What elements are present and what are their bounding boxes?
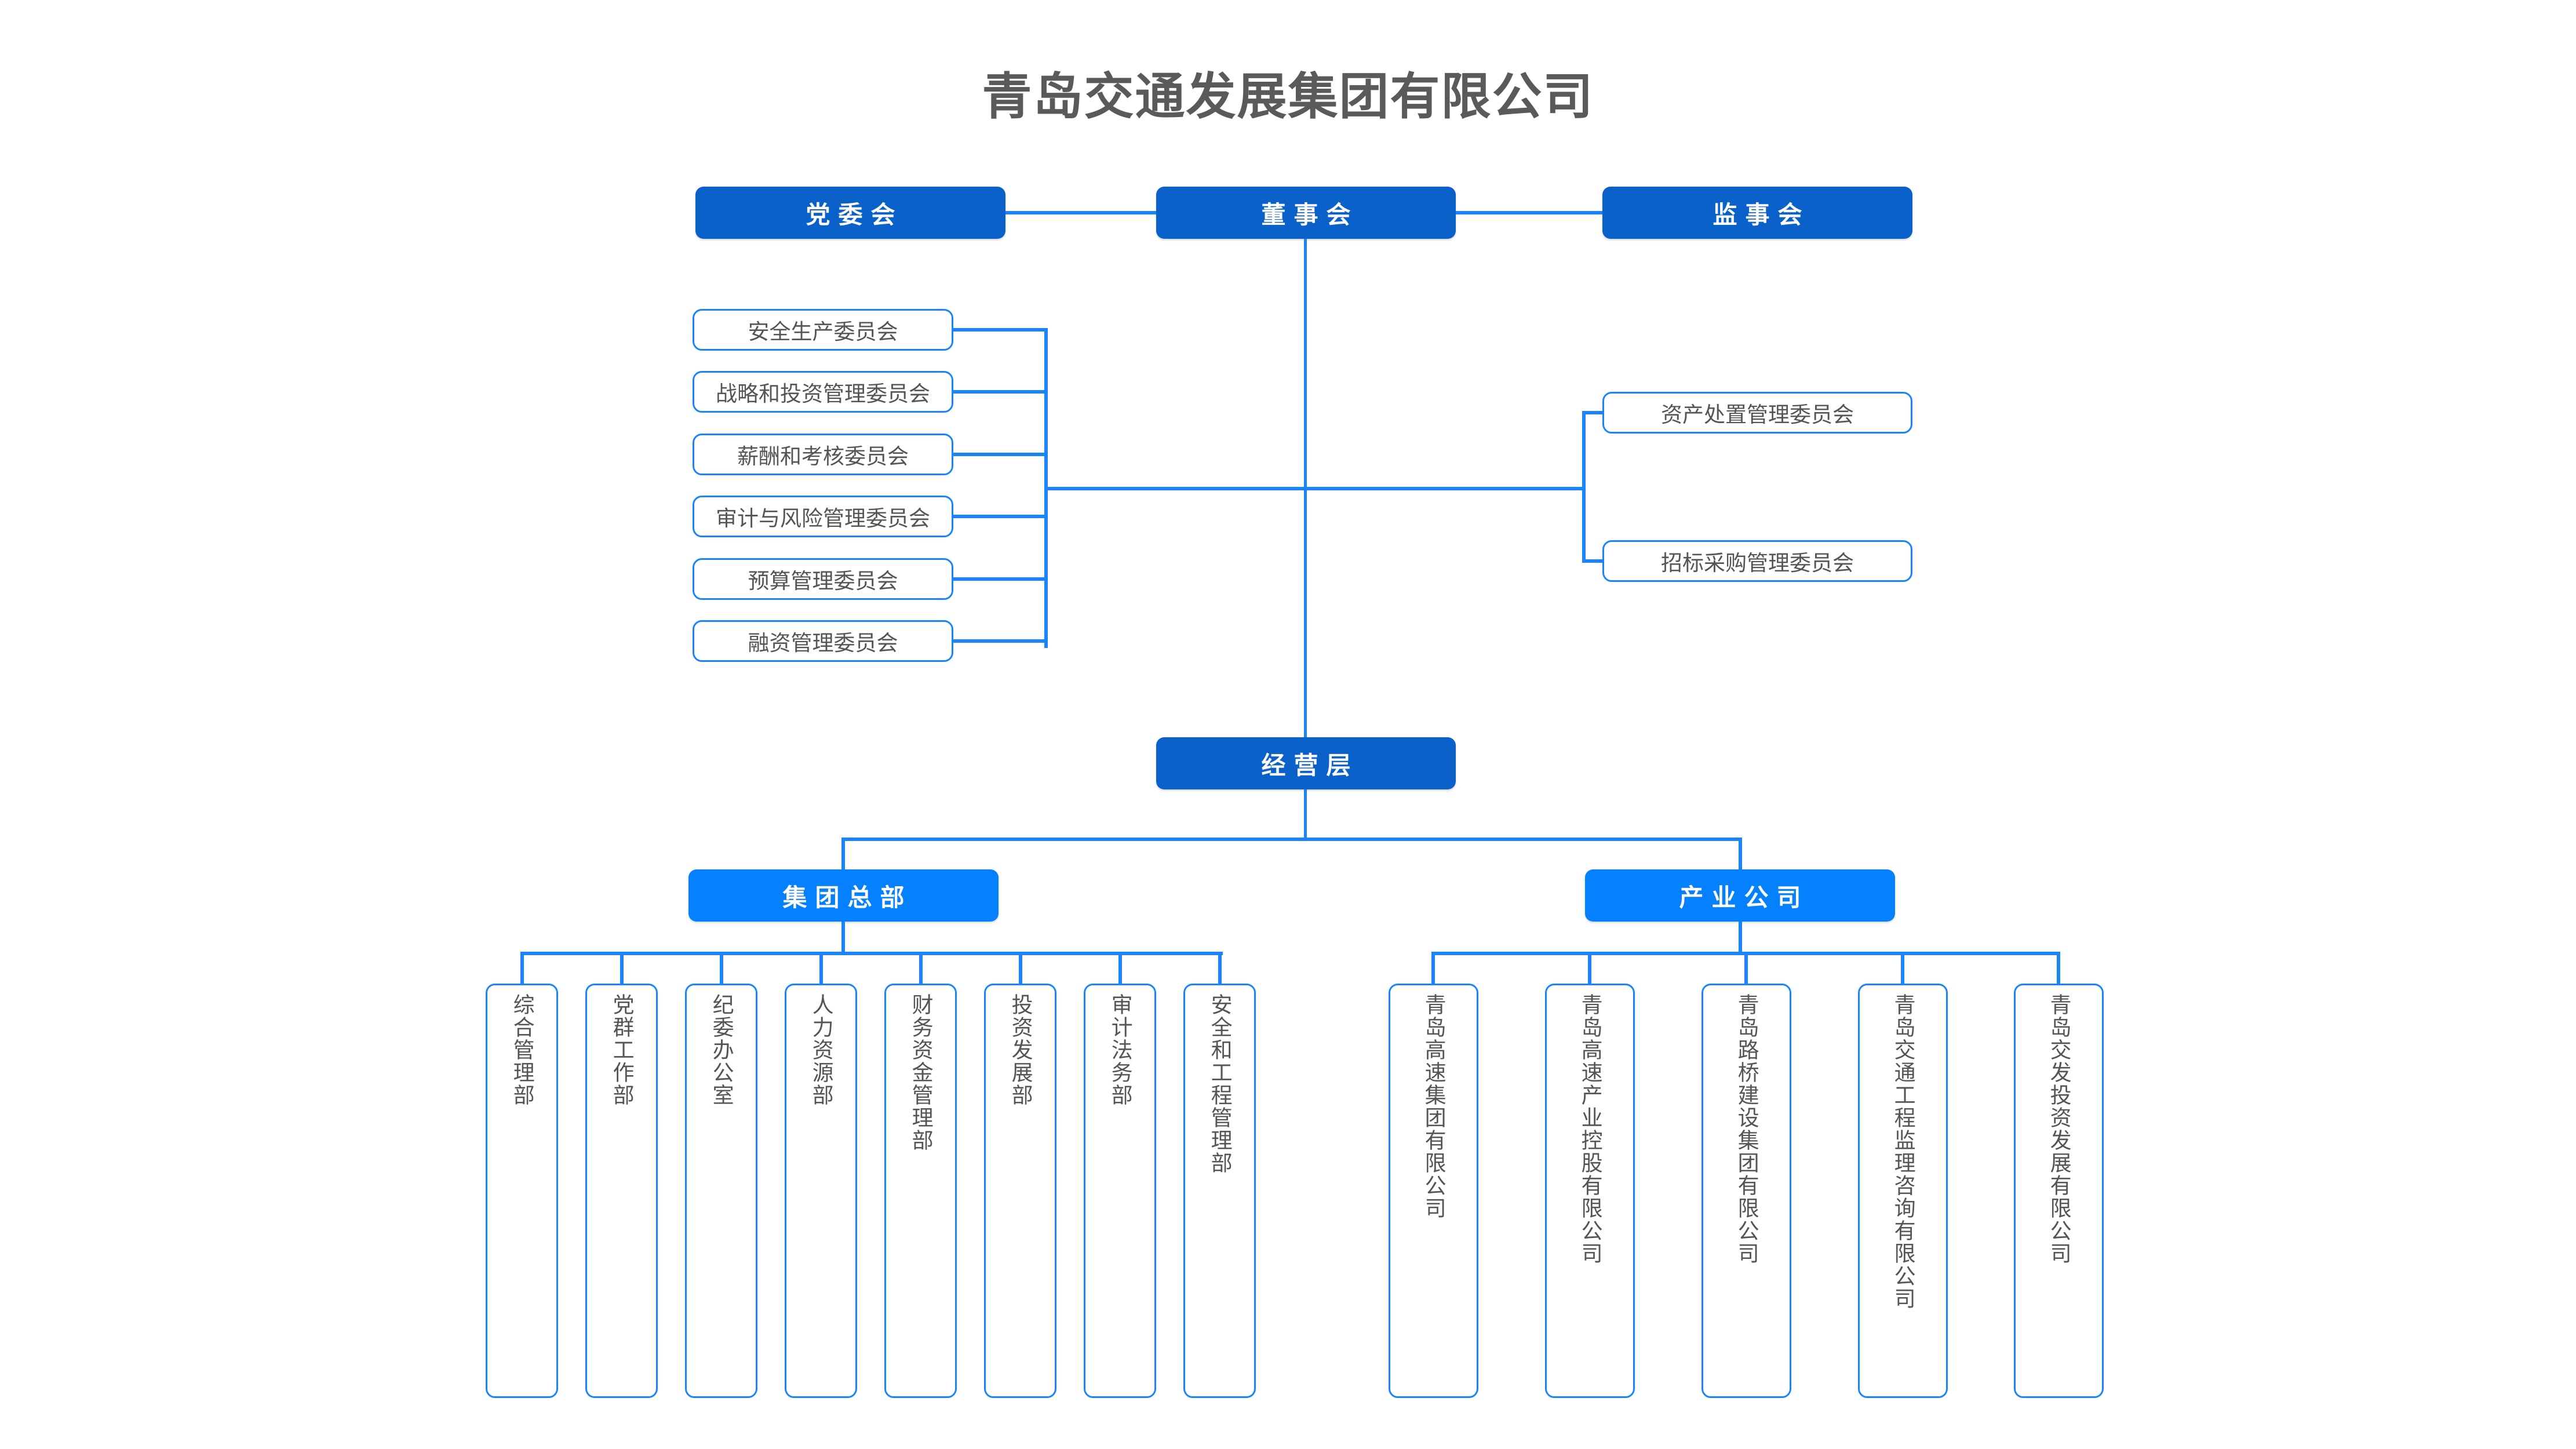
node-subsidiary-qingdao-road-bridge-construction-group[interactable]: 青岛路桥建设集团有限公司 — [1701, 984, 1791, 1398]
node-subsidiary-qingdao-expressway-industrial-holding[interactable]: 青岛高速产业控股有限公司 — [1545, 984, 1635, 1398]
node-label: 投资发展部 — [1008, 993, 1033, 1106]
connector-board-to-supervisors — [1456, 211, 1602, 214]
connector-branch-drop-right — [1739, 838, 1742, 875]
connector-sub-stem-1 — [1431, 952, 1435, 984]
connector-sub-stem-5 — [2057, 952, 2060, 984]
connector-dept-stem-3 — [720, 952, 723, 984]
node-label: 青岛高速集团有限公司 — [1422, 993, 1446, 1219]
connector-committee-stub-4 — [953, 515, 1046, 518]
node-dept-general-management[interactable]: 综合管理部 — [486, 984, 558, 1398]
connector-management-spine — [1304, 789, 1307, 839]
node-committee-bidding-procurement[interactable]: 招标采购管理委员会 — [1602, 540, 1912, 582]
node-dept-discipline-office[interactable]: 纪委办公室 — [685, 984, 757, 1398]
node-subsidiary-qingdao-transport-engineering-supervision-consulting[interactable]: 青岛交通工程监理咨询有限公司 — [1858, 984, 1948, 1398]
node-label: 青岛交发投资发展有限公司 — [2047, 993, 2071, 1265]
node-headquarters[interactable]: 集团总部 — [688, 869, 999, 922]
connector-branch-drop-left — [841, 838, 845, 875]
connector-right-committee-stub-1 — [1584, 411, 1604, 414]
connector-right-committee-stub-2 — [1584, 559, 1604, 563]
node-board-of-directors[interactable]: 董事会 — [1156, 187, 1456, 239]
node-subsidiary-qingdao-jiaofa-investment-development[interactable]: 青岛交发投资发展有限公司 — [2014, 984, 2104, 1398]
connector-department-bus — [520, 952, 1223, 955]
connector-board-spine — [1304, 239, 1307, 748]
node-party-committee[interactable]: 党委会 — [695, 187, 1005, 239]
node-subsidiary-qingdao-expressway-group[interactable]: 青岛高速集团有限公司 — [1389, 984, 1478, 1398]
connector-sub-stem-3 — [1744, 952, 1748, 984]
connector-dept-stem-8 — [1218, 952, 1222, 984]
connector-dept-stem-6 — [1019, 952, 1022, 984]
node-committee-safety-production[interactable]: 安全生产委员会 — [693, 309, 953, 351]
connector-branch-bus — [843, 838, 1741, 841]
node-dept-party-mass-work[interactable]: 党群工作部 — [585, 984, 658, 1398]
node-dept-safety-engineering-management[interactable]: 安全和工程管理部 — [1183, 984, 1256, 1398]
connector-industry-drop — [1739, 922, 1742, 953]
connector-left-committee-spine — [1044, 328, 1048, 648]
node-dept-audit-legal[interactable]: 审计法务部 — [1084, 984, 1156, 1398]
page-title: 青岛交通发展集团有限公司 — [982, 69, 1594, 125]
connector-committee-stub-5 — [953, 577, 1046, 581]
connector-dept-stem-4 — [819, 952, 823, 984]
node-label: 党群工作部 — [610, 993, 634, 1106]
node-label: 纪委办公室 — [709, 993, 734, 1106]
node-label: 安全和工程管理部 — [1208, 993, 1232, 1174]
node-label: 综合管理部 — [510, 993, 534, 1106]
connector-dept-stem-2 — [620, 952, 624, 984]
connector-committee-stub-1 — [953, 328, 1046, 332]
node-committee-asset-disposal[interactable]: 资产处置管理委员会 — [1602, 392, 1912, 434]
node-dept-investment-development[interactable]: 投资发展部 — [984, 984, 1056, 1398]
connector-party-to-board — [1005, 211, 1156, 214]
connector-right-committee-trunk — [1306, 487, 1586, 490]
node-committee-budget[interactable]: 预算管理委员会 — [693, 558, 953, 600]
node-management-layer[interactable]: 经营层 — [1156, 737, 1456, 789]
node-industry-companies[interactable]: 产业公司 — [1585, 869, 1895, 922]
node-dept-finance-funds-management[interactable]: 财务资金管理部 — [884, 984, 957, 1398]
node-label: 青岛高速产业控股有限公司 — [1578, 993, 1602, 1265]
node-label: 财务资金管理部 — [909, 993, 933, 1152]
connector-right-committee-spine — [1582, 411, 1586, 563]
node-label: 审计法务部 — [1108, 993, 1132, 1106]
node-committee-compensation-assessment[interactable]: 薪酬和考核委员会 — [693, 434, 953, 475]
connector-committee-stub-6 — [953, 639, 1046, 643]
connector-hq-drop — [841, 922, 845, 953]
connector-committee-stub-3 — [953, 453, 1046, 456]
connector-dept-stem-1 — [520, 952, 524, 984]
node-committee-strategy-investment[interactable]: 战略和投资管理委员会 — [693, 371, 953, 413]
node-label: 青岛路桥建设集团有限公司 — [1735, 993, 1759, 1265]
connector-sub-stem-2 — [1588, 952, 1591, 984]
node-committee-financing[interactable]: 融资管理委员会 — [693, 620, 953, 662]
node-dept-human-resources[interactable]: 人力资源部 — [785, 984, 857, 1398]
node-label: 青岛交通工程监理咨询有限公司 — [1891, 993, 1915, 1310]
connector-committee-stub-2 — [953, 390, 1046, 394]
connector-dept-stem-5 — [919, 952, 923, 984]
connector-sub-stem-4 — [1901, 952, 1904, 984]
node-label: 人力资源部 — [809, 993, 833, 1106]
connector-left-committee-trunk — [1046, 487, 1307, 490]
node-committee-audit-risk[interactable]: 审计与风险管理委员会 — [693, 496, 953, 537]
connector-dept-stem-7 — [1118, 952, 1122, 984]
node-board-of-supervisors[interactable]: 监事会 — [1602, 187, 1912, 239]
